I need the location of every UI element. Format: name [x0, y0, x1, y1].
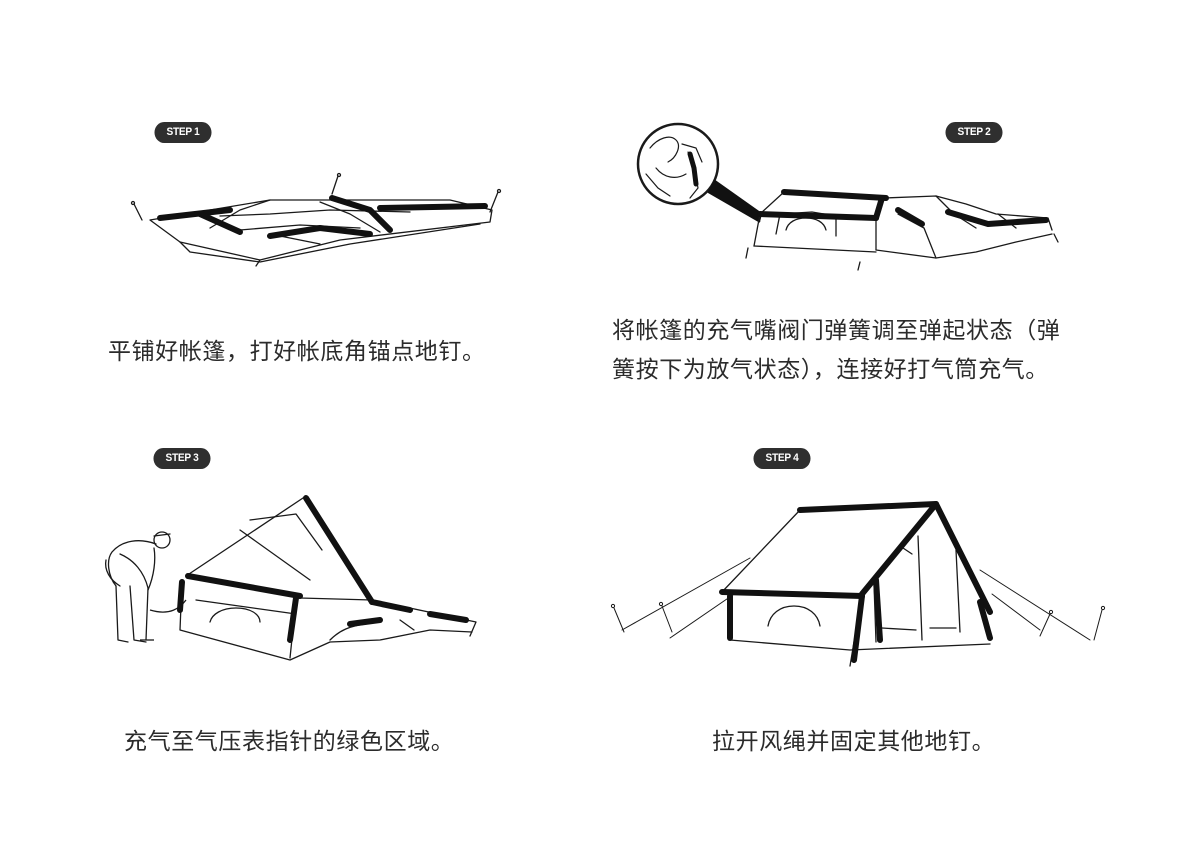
person-pumping-tent-illustration: [100, 490, 490, 670]
step-1-badge: STEP 1: [154, 122, 212, 143]
flat-tent-illustration: [120, 170, 520, 270]
step-4-badge: STEP 4: [753, 448, 811, 469]
step-2-caption-line-2: 簧按下为放气状态），连接好打气筒充气。: [612, 357, 1049, 383]
step-2-badge: STEP 2: [945, 122, 1003, 143]
step-3-badge: STEP 3: [153, 448, 211, 469]
pitched-tent-illustration: [600, 490, 1120, 675]
step-3-caption: 充气至气压表指针的绿色区域。: [124, 729, 455, 755]
step-1-caption: 平铺好帐篷，打好帐底角锚点地钉。: [108, 339, 486, 365]
valve-detail-circle: [638, 124, 718, 204]
inflating-tent-illustration: [636, 118, 1066, 283]
person-figure: [106, 532, 170, 642]
step-2-caption-line-1: 将帐篷的充气嘴阀门弹簧调至弹起状态（弹: [612, 318, 1061, 344]
step-4-caption: 拉开风绳并固定其他地钉。: [712, 729, 996, 755]
